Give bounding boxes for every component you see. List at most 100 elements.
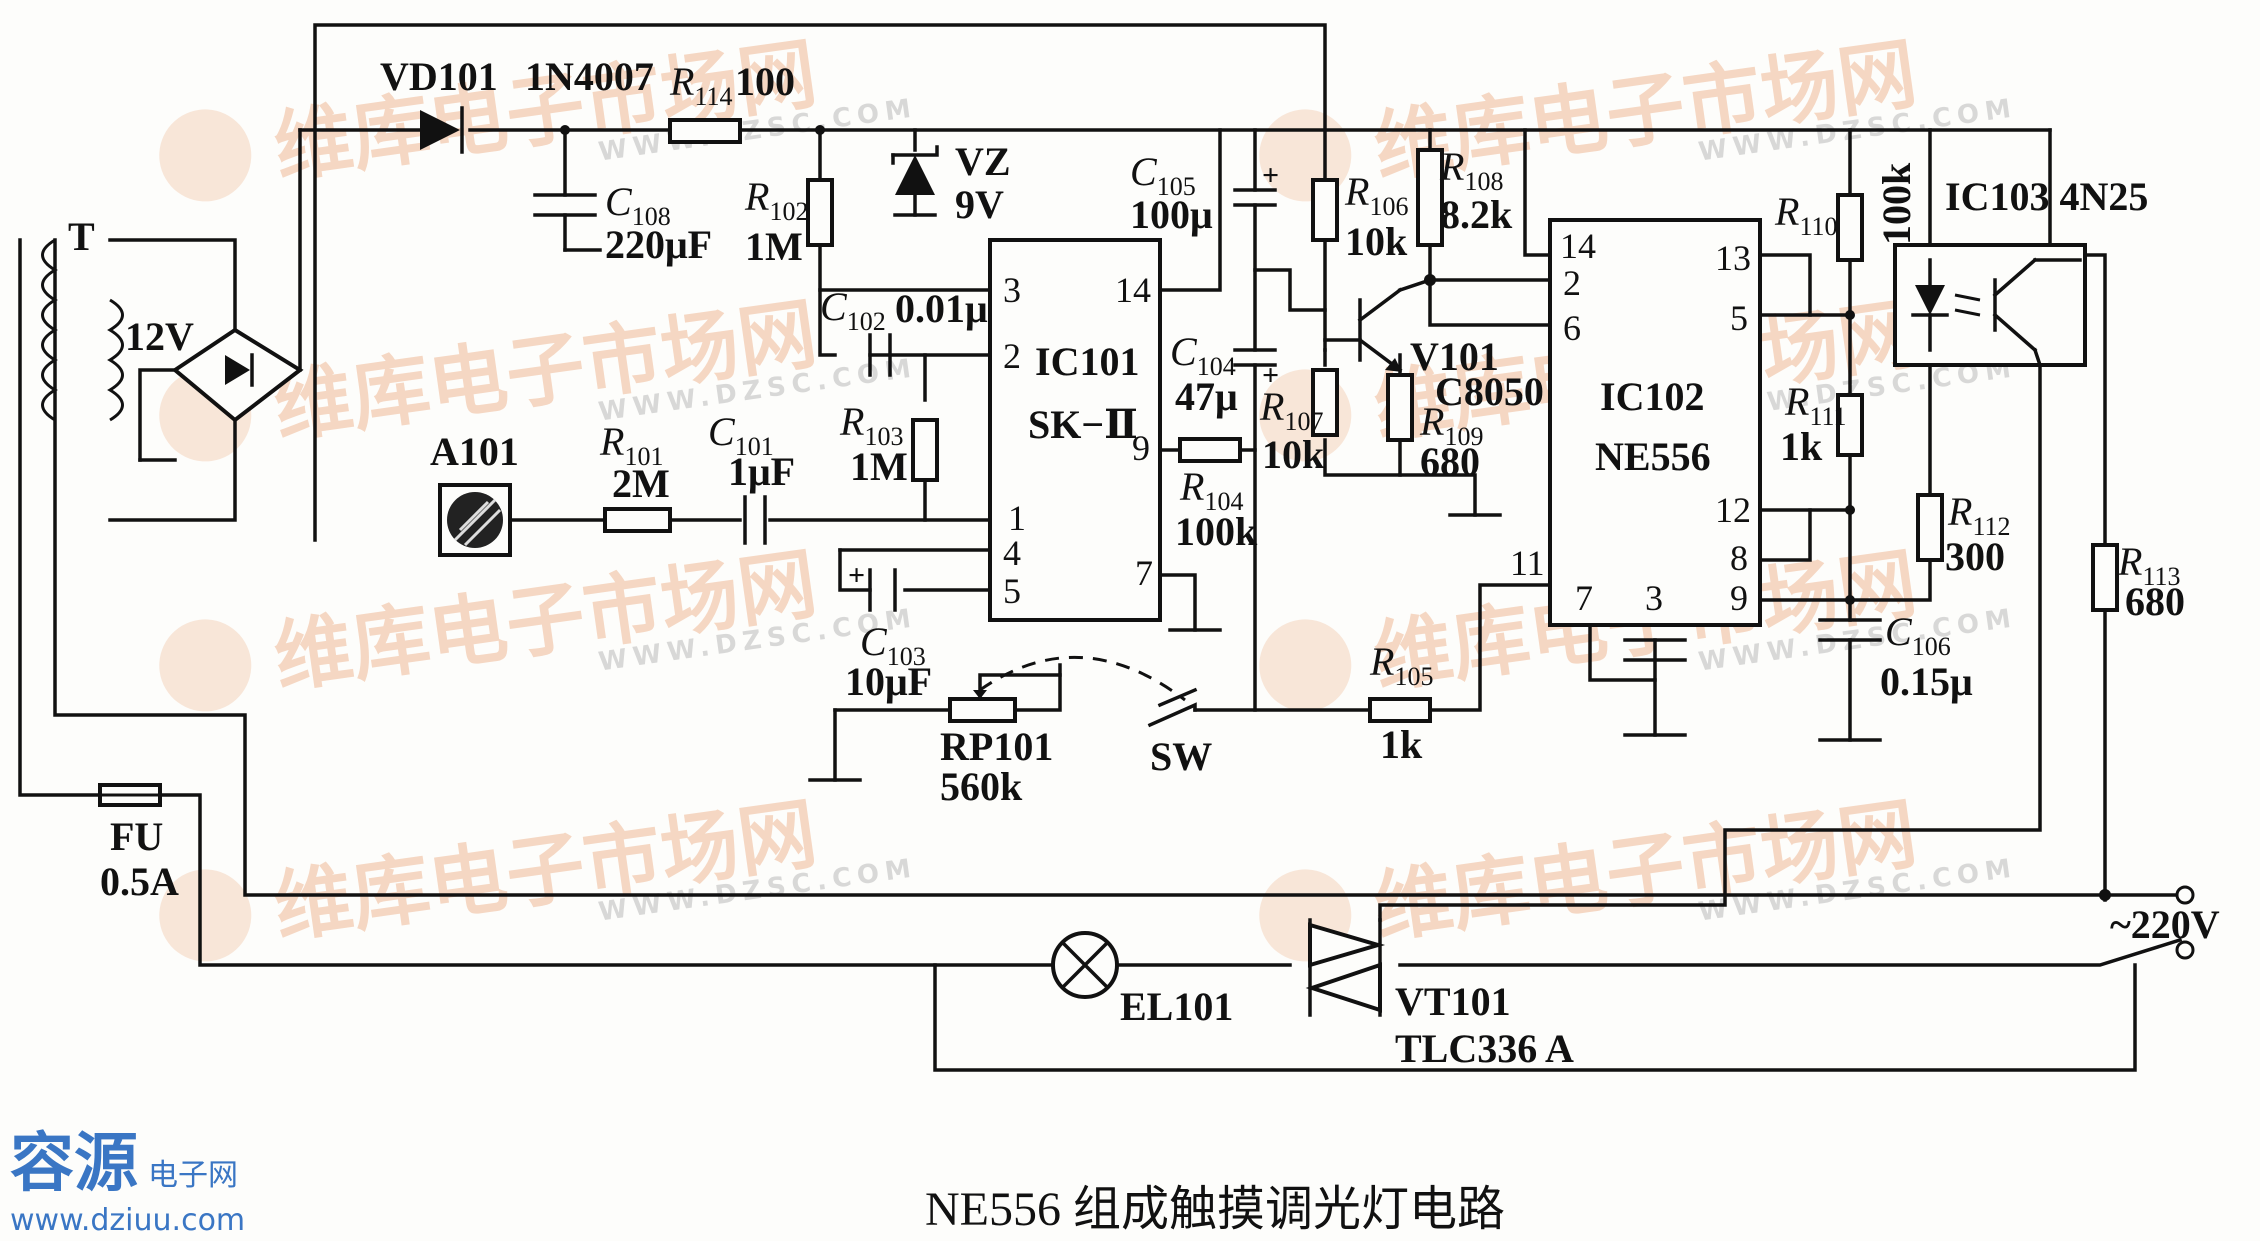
svg-text:+: +	[1262, 359, 1279, 392]
ref-r104: R104	[1179, 464, 1243, 516]
ic102: IC102 NE556 14 2 6 13 5 12 8 9 11 7 3	[1510, 218, 1762, 627]
label-1n4007: 1N4007	[525, 54, 654, 99]
ic101-pin3: 3	[1003, 270, 1021, 310]
svg-text:维库电子市场网: 维库电子市场网	[1369, 789, 1922, 954]
ic101-pin7: 7	[1135, 553, 1153, 593]
site-logo-url: www.dziuu.com	[10, 1203, 245, 1238]
ic102-type: NE556	[1595, 434, 1711, 479]
bridge-rectifier	[171, 327, 304, 423]
resistor-r105: R105 1k	[1368, 639, 1433, 767]
ic101-pin1: 1	[1008, 498, 1026, 538]
ic102-name: IC102	[1600, 374, 1704, 419]
resistor-r113: R113 680	[2091, 539, 2185, 624]
label-12v: 12V	[125, 314, 194, 359]
site-logo: 容源 电子网 www.dziuu.com	[10, 1127, 245, 1238]
value-r114: 100	[735, 59, 795, 104]
value-c101: 1μF	[728, 449, 795, 494]
ref-r101: R101	[599, 419, 663, 471]
label-ic103: IC103 4N25	[1945, 174, 2148, 219]
ic101-pin14: 14	[1115, 270, 1151, 310]
watermark-8: 维库电子市场网 WWW.DZSC.COM	[1259, 789, 2019, 962]
ic102-pin5: 5	[1730, 298, 1748, 338]
svg-text:+: +	[1262, 159, 1279, 192]
label-tlc336a: TLC336 A	[1395, 1026, 1574, 1071]
transformer-T: T 12V	[41, 214, 194, 462]
ref-c103: C103	[860, 619, 926, 671]
value-r101: 2M	[612, 461, 670, 506]
resistor-r109: R109 680	[1386, 373, 1483, 484]
label-fu: FU	[110, 814, 163, 859]
svg-text:维库电子市场网: 维库电子市场网	[269, 539, 822, 704]
ref-c102: C102	[820, 284, 886, 336]
ic101-pin2: 2	[1003, 336, 1021, 376]
resistor-r110: R110 100k	[1774, 162, 1919, 262]
label-el101: EL101	[1120, 984, 1233, 1029]
site-logo-sub: 电子网	[148, 1158, 238, 1193]
value-c102: 0.01μ	[895, 286, 988, 331]
value-r110: 100k	[1874, 162, 1919, 245]
switch-sw[interactable]: SW	[1147, 687, 1212, 779]
capacitor-c101: C101 1μF	[708, 409, 795, 545]
capacitor-c103: + C103 10μF	[845, 559, 932, 704]
resistor-r108: R108 8.2k	[1416, 144, 1513, 247]
resistor-r101: R101 2M	[599, 419, 672, 533]
svg-text:维库电子市场网: 维库电子市场网	[269, 789, 822, 954]
ic102-pin3: 3	[1645, 578, 1663, 618]
ic102-pin9: 9	[1730, 578, 1748, 618]
value-c103: 10μF	[845, 659, 932, 704]
capacitor-c102: C102 0.01μ	[820, 284, 988, 377]
ic101-pin5: 5	[1003, 571, 1021, 611]
ref-c106: C106	[1885, 609, 1951, 661]
ref-c104: C104	[1170, 329, 1236, 381]
value-c108: 220μF	[605, 222, 712, 267]
value-r113: 680	[2125, 579, 2185, 624]
mains-terminals: ~220V	[2099, 885, 2220, 960]
ic101-pin4: 4	[1003, 533, 1021, 573]
ic102-pin12: 12	[1715, 490, 1751, 530]
ref-r107: R107	[1259, 384, 1323, 436]
ref-r103: R103	[839, 399, 903, 451]
value-r106: 10k	[1345, 219, 1408, 264]
ref-r114: R114	[669, 59, 732, 111]
zener-vz: VZ 9V	[891, 139, 1011, 227]
resistor-r103: R103 1M	[839, 399, 939, 489]
svg-text:维库电子市场网: 维库电子市场网	[269, 289, 822, 454]
label-vd101: VD101	[380, 54, 498, 99]
potentiometer-rp101[interactable]: RP101 560k	[940, 655, 1186, 809]
ref-c101: C101	[708, 409, 774, 461]
label-vz: VZ	[955, 139, 1011, 184]
resistor-r104: R104 100k	[1175, 437, 1258, 554]
label-T: T	[68, 214, 95, 259]
label-vz-value: 9V	[955, 182, 1004, 227]
ic102-pin11: 11	[1510, 543, 1545, 583]
lamp-el101: EL101	[1051, 931, 1233, 1029]
ref-r113: R113	[2117, 539, 2180, 591]
label-mains: ~220V	[2110, 902, 2220, 947]
ic101-type: SK−Ⅱ	[1028, 402, 1138, 447]
value-fu: 0.5A	[100, 859, 179, 904]
figure-caption: NE556 组成触摸调光灯电路	[925, 1183, 1505, 1236]
value-r109: 680	[1420, 439, 1480, 484]
svg-text:+: +	[848, 559, 865, 592]
value-r105: 1k	[1380, 722, 1423, 767]
label-rp101: RP101	[940, 724, 1053, 769]
ref-r106: R106	[1344, 169, 1408, 221]
ic102-pin13: 13	[1715, 238, 1751, 278]
junction-dots	[560, 125, 1855, 605]
ref-r112: R112	[1947, 489, 2010, 541]
watermark-7: 维库电子市场网 WWW.DZSC.COM	[159, 789, 919, 962]
value-r108: 8.2k	[1440, 192, 1513, 237]
wires	[18, 23, 2183, 1072]
ref-r109: R109	[1419, 399, 1483, 451]
resistor-r107: R107 10k	[1259, 368, 1339, 477]
a101-touch-plate[interactable]: A101	[430, 429, 519, 557]
ic102-pin2: 2	[1563, 263, 1581, 303]
capacitor-c108: C108 220μF	[533, 179, 712, 267]
ref-r111: R111	[1784, 379, 1847, 431]
value-r104: 100k	[1175, 509, 1258, 554]
fuse-fu: FU 0.5A	[98, 783, 179, 904]
resistor-r114: R114 100	[668, 59, 795, 144]
capacitor-c106: C106 0.15μ	[1818, 609, 1973, 742]
ic102-pin14: 14	[1560, 226, 1596, 266]
